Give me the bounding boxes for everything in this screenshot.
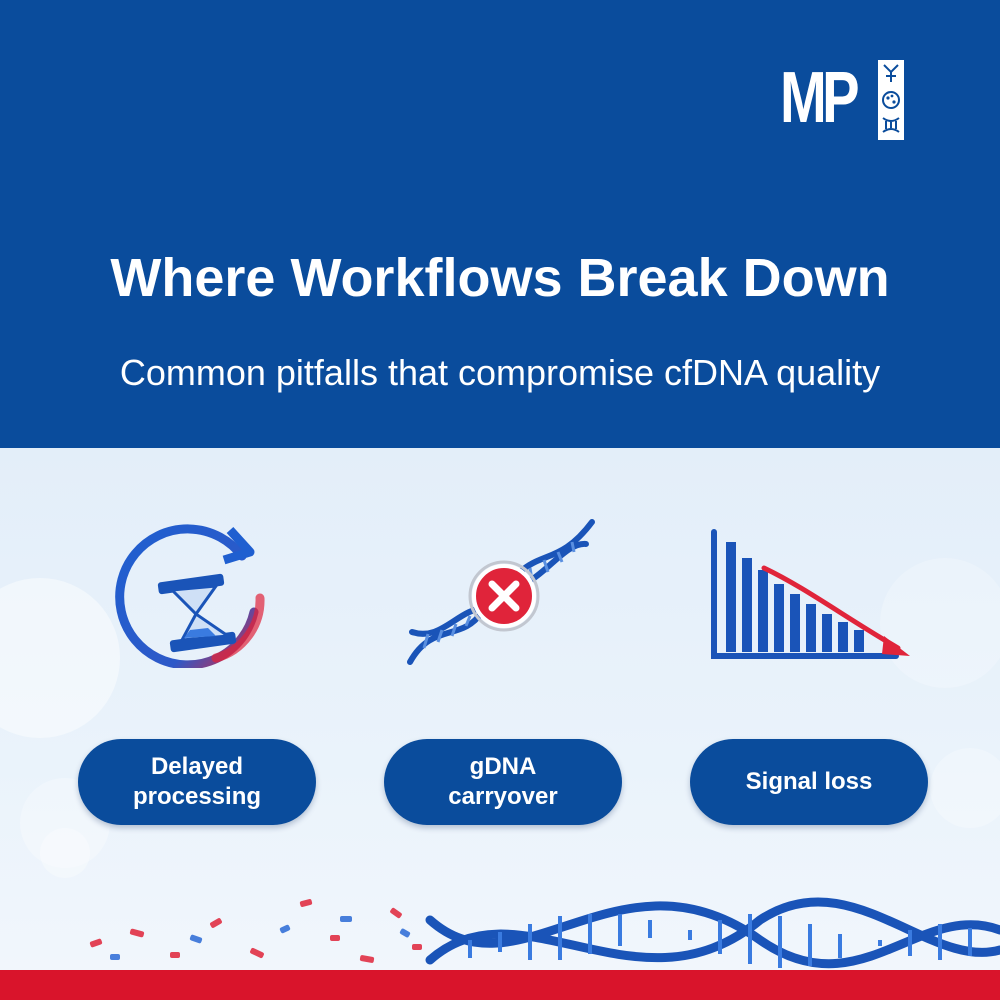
dna-helix-decoration-icon (89, 897, 1000, 969)
page-title: Where Workflows Break Down (110, 248, 890, 308)
page-subtitle: Common pitfalls that compromise cfDNA qu… (119, 352, 881, 393)
header-banner: MP Where Workflows Break Down Common pit… (0, 0, 1000, 448)
logo-symbols-icon (878, 60, 904, 140)
declining-bar-chart-icon (706, 528, 916, 664)
mp-logo: MP (780, 58, 910, 148)
dna-broken-icon (402, 512, 598, 672)
bottom-accent-bar (0, 970, 1000, 1000)
logo-text: MP (780, 58, 860, 138)
pitfall-pill-signal-loss: Signal loss (690, 739, 928, 825)
pitfall-pill-delayed-processing: Delayed processing (78, 739, 316, 825)
pitfall-pill-gdna-carryover: gDNA carryover (384, 739, 622, 825)
hourglass-cycle-icon (112, 518, 292, 668)
